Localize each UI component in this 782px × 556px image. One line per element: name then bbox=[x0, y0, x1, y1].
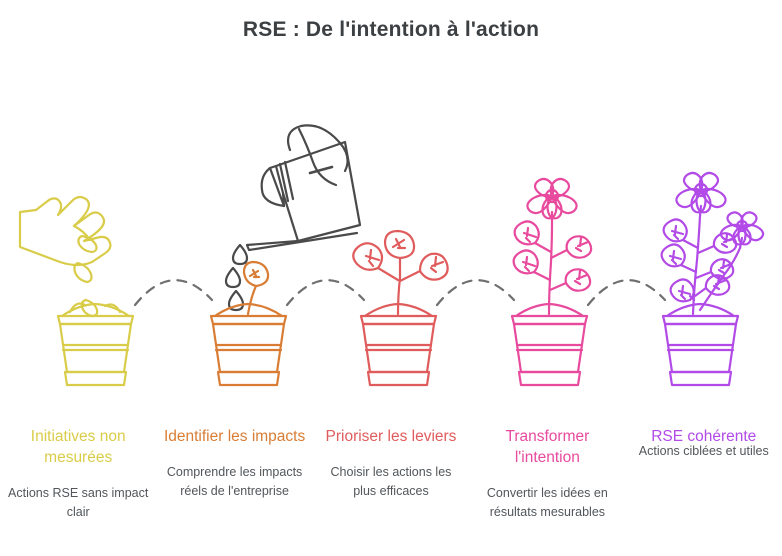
stage-1-illustration bbox=[18, 195, 135, 387]
plant-stem-5-main bbox=[691, 214, 702, 316]
stage-3-heading: Prioriser les leviers bbox=[325, 428, 457, 445]
water-drop-1 bbox=[231, 243, 249, 266]
stage-2-description: Comprendre les impacts réels de l'entrep… bbox=[166, 465, 303, 498]
stage-4-description: Convertir les idées en résultats mesurab… bbox=[486, 486, 608, 519]
water-drop-2 bbox=[224, 266, 242, 289]
seed-falling bbox=[73, 261, 93, 284]
stage-3-illustration bbox=[352, 229, 449, 387]
pot-2 bbox=[209, 314, 288, 387]
stage-4-heading: Transformer l'intention bbox=[505, 428, 590, 466]
seed-landing bbox=[80, 298, 99, 318]
stage-1-description: Actions RSE sans impact clair bbox=[8, 486, 149, 519]
soil-mound-2 bbox=[213, 302, 284, 318]
seed-held bbox=[77, 234, 98, 254]
connector-arc-2-3 bbox=[285, 279, 366, 307]
stage-5-description: Actions ciblées et utiles bbox=[638, 444, 769, 458]
connector-arc-1-2 bbox=[133, 279, 214, 307]
soil-mound-3 bbox=[363, 302, 434, 318]
leaf-4-lower-right bbox=[564, 268, 592, 292]
stage-1-heading: Initiatives non mesurées bbox=[30, 428, 126, 466]
leaf-4-upper-right bbox=[565, 235, 593, 259]
pot-4 bbox=[510, 314, 589, 387]
plant-stem-3 bbox=[396, 276, 402, 316]
leaf-5-f bbox=[669, 278, 695, 303]
stage-2-illustration bbox=[209, 124, 362, 387]
stage-column-5: RSE cohérente Actions ciblées et utiles bbox=[626, 420, 782, 522]
stage-column-4: Transformer l'intention Convertir les id… bbox=[469, 420, 625, 522]
plant-stem-5-side bbox=[698, 246, 742, 312]
stage-column-1: Initiatives non mesurées Actions RSE san… bbox=[0, 420, 156, 522]
illustration-layer bbox=[18, 124, 765, 387]
leaf-5-d bbox=[709, 258, 735, 280]
leaf-5-a bbox=[662, 218, 688, 243]
leaf-4-lower-left bbox=[512, 249, 539, 275]
flower-4 bbox=[526, 177, 578, 224]
connector-arc-4-5 bbox=[586, 279, 667, 307]
sprout-stem-2 bbox=[246, 284, 258, 316]
page-title: RSE : De l'intention à l'action bbox=[242, 18, 540, 41]
hand-icon bbox=[18, 195, 112, 267]
stage-label-columns: Initiatives non mesurées Actions RSE san… bbox=[0, 420, 782, 522]
water-drop-3 bbox=[227, 289, 245, 312]
leaf-3-right bbox=[418, 252, 449, 281]
leaf-3-center bbox=[383, 229, 416, 260]
connector-arc-3-4 bbox=[435, 279, 516, 307]
sprout-leaf-2 bbox=[242, 260, 270, 288]
stage-5-heading: RSE cohérente bbox=[651, 428, 757, 445]
leaf-5-b bbox=[712, 232, 738, 254]
soil-mound-4 bbox=[514, 302, 585, 318]
watering-can-icon bbox=[245, 124, 362, 252]
pot-5 bbox=[661, 314, 740, 387]
leaf-5-c bbox=[660, 243, 686, 268]
stage-column-2: Identifier les impacts Comprendre les im… bbox=[156, 420, 312, 522]
soil-mound-5 bbox=[665, 302, 736, 318]
soil-mound bbox=[60, 302, 131, 318]
stage-4-illustration bbox=[510, 177, 593, 387]
stage-2-heading: Identifier les impacts bbox=[163, 428, 306, 445]
leaf-4-upper-left bbox=[513, 220, 540, 246]
leaf-5-e bbox=[704, 274, 731, 296]
flower-5-side bbox=[719, 211, 765, 250]
pot-1 bbox=[56, 314, 135, 387]
plant-stem-4 bbox=[547, 220, 554, 316]
stage-3-description: Choisir les actions les plus efficaces bbox=[330, 465, 452, 498]
leaf-3-left bbox=[352, 242, 384, 271]
water-drops bbox=[224, 243, 249, 312]
pot-3 bbox=[359, 314, 438, 387]
flower-5-main bbox=[675, 171, 727, 218]
stage-column-3: Prioriser les leviers Choisir les action… bbox=[313, 420, 469, 522]
stage-5-illustration bbox=[660, 171, 765, 387]
